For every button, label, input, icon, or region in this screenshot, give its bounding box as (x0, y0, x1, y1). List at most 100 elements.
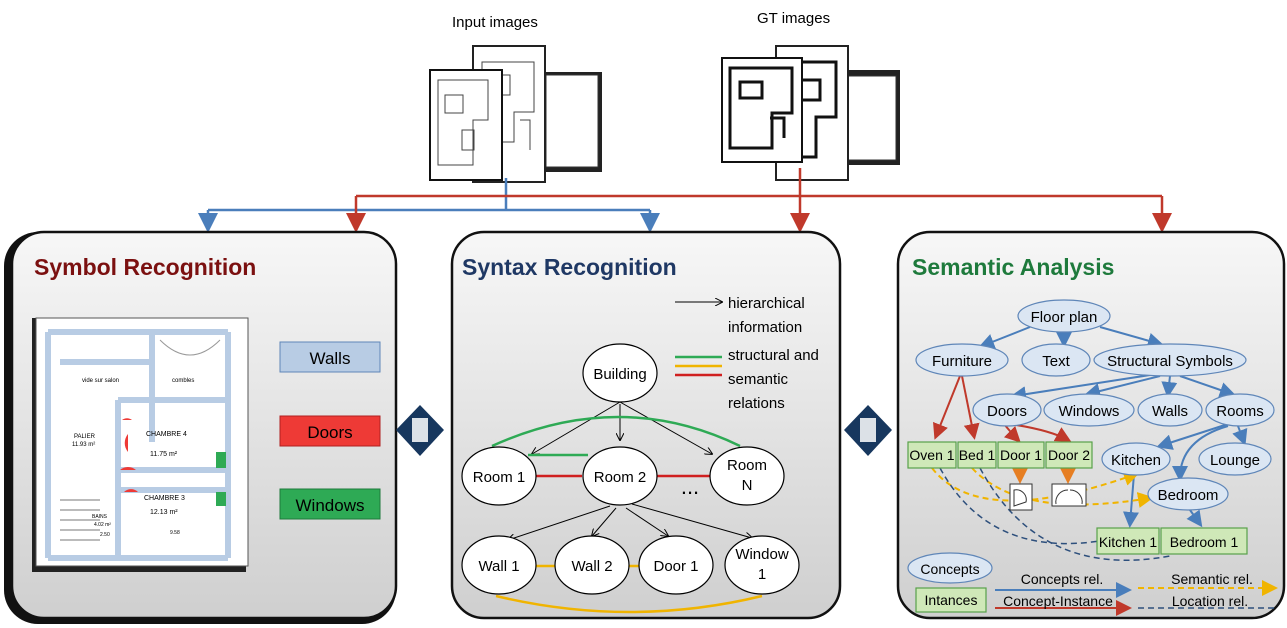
instance-oven-1: Oven 1 (907, 441, 957, 469)
instance-door-1: Door 1 (997, 441, 1045, 469)
concept-kitchen: Kitchen (1101, 442, 1171, 476)
svg-text:Door 1: Door 1 (1000, 447, 1042, 463)
semantic-legend: Concepts Intances Concepts rel. Concept-… (907, 552, 1278, 616)
syntax-panel-title: Syntax Recognition (462, 254, 677, 280)
svg-text:BAINS: BAINS (92, 514, 108, 520)
windows-class-swatch: Windows (279, 488, 381, 520)
legend-instances-sample (915, 587, 987, 613)
syntax-panel (450, 230, 842, 620)
node-building: Building (582, 343, 658, 403)
node-room-n: Room N (709, 446, 785, 506)
svg-text:Building: Building (593, 366, 646, 383)
svg-text:Oven 1: Oven 1 (909, 447, 954, 463)
svg-text:hierarchical: hierarchical (728, 295, 805, 312)
concept-windows: Windows (1043, 393, 1135, 427)
svg-text:11.93 m²: 11.93 m² (72, 442, 95, 448)
svg-text:Lounge: Lounge (1210, 452, 1260, 469)
instance-bedroom-1: Bedroom 1 (1160, 527, 1248, 555)
svg-text:Room: Room (727, 457, 767, 474)
svg-text:CHAMBRE 4: CHAMBRE 4 (146, 431, 187, 438)
svg-text:Wall 1: Wall 1 (478, 558, 519, 575)
svg-text:2.50: 2.50 (100, 532, 110, 538)
connector-diamond-left (396, 405, 444, 456)
walls-class-swatch: Walls (279, 341, 381, 373)
connector-diamond-right (844, 405, 892, 456)
svg-text:9.58: 9.58 (170, 530, 180, 536)
svg-text:CHAMBRE 3: CHAMBRE 3 (144, 495, 185, 502)
concept-rooms: Rooms (1205, 393, 1275, 427)
svg-text:Window: Window (735, 546, 789, 563)
svg-text:Room 1: Room 1 (473, 469, 526, 486)
svg-text:Walls: Walls (1152, 403, 1188, 420)
svg-text:relations: relations (728, 395, 785, 412)
concept-floor-plan: Floor plan (1017, 299, 1111, 333)
svg-text:Concept-Instance: Concept-Instance (1003, 593, 1113, 609)
syntax-legend: hierarchical information structural and … (675, 295, 819, 412)
gt-images-stack (721, 45, 900, 181)
svg-text:structural and: structural and (728, 347, 819, 364)
svg-text:Concepts: Concepts (920, 561, 979, 577)
svg-text:Room 2: Room 2 (594, 469, 647, 486)
node-room-2: Room 2 (582, 446, 658, 506)
svg-text:Structural Symbols: Structural Symbols (1107, 353, 1233, 370)
svg-text:Bedroom 1: Bedroom 1 (1170, 534, 1239, 550)
svg-text:Intances: Intances (925, 592, 978, 608)
concept-doors: Doors (972, 393, 1042, 427)
node-wall-2: Wall 2 (554, 535, 630, 595)
instance-bed-1: Bed 1 (957, 441, 997, 469)
concept-bedroom: Bedroom (1147, 477, 1229, 511)
image-connectors (198, 168, 1172, 233)
concept-furniture: Furniture (915, 343, 1009, 377)
svg-text:Bed 1: Bed 1 (959, 447, 996, 463)
svg-text:11.75 m²: 11.75 m² (150, 451, 178, 458)
svg-text:Wall 2: Wall 2 (571, 558, 612, 575)
svg-text:semantic: semantic (728, 371, 789, 388)
svg-text:Doors: Doors (987, 403, 1027, 420)
svg-text:12.13 m²: 12.13 m² (150, 509, 178, 516)
symbol-panel-title: Symbol Recognition (34, 254, 256, 280)
svg-text:Location rel.: Location rel. (1172, 593, 1248, 609)
input-images-label: Input images (452, 14, 538, 31)
input-images-stack (429, 45, 602, 183)
svg-text:Door 1: Door 1 (653, 558, 698, 575)
node-wall-1: Wall 1 (461, 535, 537, 595)
svg-text:Rooms: Rooms (1216, 403, 1264, 420)
node-window-1: Window 1 (724, 535, 800, 595)
node-door-1: Door 1 (638, 535, 714, 595)
svg-text:Text: Text (1042, 353, 1070, 370)
instance-kitchen-1: Kitchen 1 (1096, 527, 1160, 555)
svg-text:4.02 m²: 4.02 m² (94, 522, 111, 528)
svg-text:Semantic rel.: Semantic rel. (1171, 571, 1253, 587)
doors-class-label: Doors (307, 423, 352, 442)
svg-text:1: 1 (758, 566, 766, 583)
svg-text:Windows: Windows (1059, 403, 1120, 420)
concept-text: Text (1021, 343, 1091, 377)
floor-plan-image: vide sur salon combles PALIER 11.93 m² C… (32, 317, 249, 572)
doors-class-swatch: Doors (279, 415, 381, 447)
concept-structural-symbols: Structural Symbols (1093, 343, 1247, 377)
concept-walls: Walls (1137, 393, 1203, 427)
walls-class-label: Walls (310, 349, 351, 368)
legend-concepts-sample (907, 552, 993, 584)
svg-text:Kitchen: Kitchen (1111, 452, 1161, 469)
gt-images-label: GT images (757, 10, 830, 27)
svg-text:Floor plan: Floor plan (1031, 309, 1098, 326)
syntax-edges (491, 401, 763, 614)
svg-text:PALIER: PALIER (74, 434, 96, 440)
more-rooms-dots: ... (681, 474, 699, 499)
svg-text:Door 2: Door 2 (1048, 447, 1090, 463)
windows-class-label: Windows (296, 496, 365, 515)
svg-text:vide sur salon: vide sur salon (82, 378, 119, 384)
door-symbol-thumbnails (1009, 483, 1087, 511)
svg-text:combles: combles (172, 378, 194, 384)
node-room-1: Room 1 (461, 446, 537, 506)
svg-text:information: information (728, 319, 802, 336)
semantic-panel-title: Semantic Analysis (912, 254, 1114, 280)
concept-lounge: Lounge (1198, 442, 1272, 476)
svg-text:Bedroom: Bedroom (1158, 487, 1219, 504)
svg-text:N: N (742, 477, 753, 494)
svg-text:Kitchen 1: Kitchen 1 (1099, 534, 1158, 550)
svg-text:Furniture: Furniture (932, 353, 992, 370)
svg-text:Concepts rel.: Concepts rel. (1021, 571, 1103, 587)
